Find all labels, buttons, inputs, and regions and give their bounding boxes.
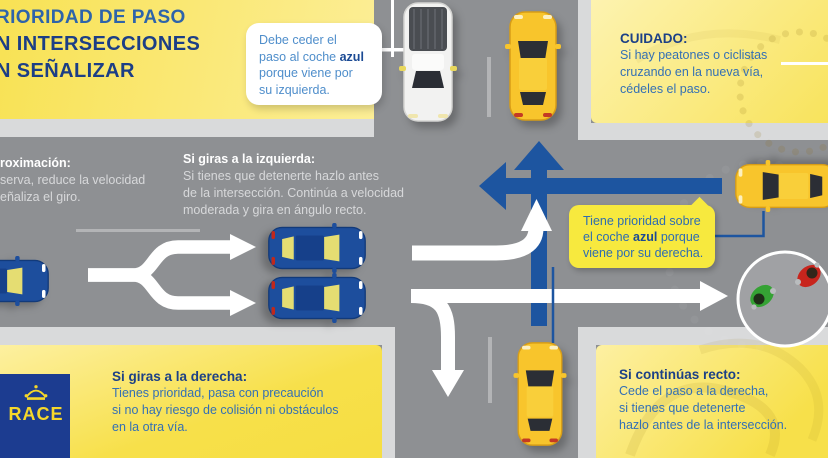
race-logo: RACE <box>0 374 70 458</box>
left-turn-title: Si giras a la izquierda: <box>183 152 315 166</box>
white-fork-arrowheads <box>230 234 256 316</box>
white-bubble-line3: porque viene por <box>259 66 353 80</box>
title-line2: N INTERSECCIONES <box>0 33 201 55</box>
white-straight-arrow <box>412 281 728 311</box>
road-edge-line <box>391 0 394 57</box>
yellow-car-bottom <box>513 342 567 446</box>
title-line1: RIORIDAD DE PASO <box>0 7 186 28</box>
panel-top-right <box>591 0 828 123</box>
white-bubble-azul: azul <box>339 49 364 64</box>
white-fork-arrow <box>88 240 231 310</box>
yellow-bubble-azul: azul <box>633 230 658 244</box>
right-turn-line2: si no hay riesgo de colisión ni obstácul… <box>112 403 339 417</box>
approach-block: roximación: serva, reduce la velocidad e… <box>0 155 145 206</box>
left-turn-line2: de la intersección. Continúa a velocidad <box>183 186 404 200</box>
white-speech-bubble: Debe ceder el paso al coche azul porque … <box>246 23 382 105</box>
blue-car-left <box>0 256 49 306</box>
approach-line2: eñaliza el giro. <box>0 190 81 204</box>
white-bubble-line1: Debe ceder el <box>259 33 337 47</box>
approach-title: roximación: <box>0 156 71 170</box>
panel-bottom-right <box>596 345 828 458</box>
blue-car-lower <box>268 273 366 323</box>
right-turn-line1: Tienes prioridad, pasa con precaución <box>112 386 324 400</box>
right-turn-line3: en la otra vía. <box>112 420 188 434</box>
sidewalk-top-left <box>0 119 374 137</box>
caution-block: CUIDADO: Si hay peatones o ciclistas cru… <box>620 30 767 98</box>
yellow-bubble-line2b: porque <box>657 230 700 244</box>
straight-on-line1: Cede el paso a la derecha, <box>619 384 769 398</box>
yellow-bubble-line1: Tiene prioridad sobre <box>583 214 701 228</box>
blue-car-upper <box>268 223 366 273</box>
straight-on-block: Si continúas recto: Cede el paso a la de… <box>619 366 787 434</box>
caution-line1: Si hay peatones o ciclistas <box>620 48 768 62</box>
white-truck <box>399 2 457 122</box>
straight-on-line2: si tienes que detenerte <box>619 401 746 415</box>
lane-line-south <box>488 337 492 403</box>
sidewalk-bottom-left-v <box>382 327 395 458</box>
right-turn-title: Si giras a la derecha: <box>112 369 248 384</box>
straight-on-line3: hazlo antes de la intersección. <box>619 418 788 432</box>
yellow-car-right <box>735 160 828 212</box>
caution-title: CUIDADO: <box>620 31 688 46</box>
sidewalk-top-right-v <box>578 0 591 140</box>
sidewalk-top-right-h <box>578 123 828 140</box>
yellow-bubble-connector-right <box>712 211 765 238</box>
yellow-bubble-line3: viene por su derecha. <box>583 246 704 260</box>
left-turn-line3: moderada y gira en ángulo recto. <box>183 203 367 217</box>
sidewalk-bottom-right-v <box>578 327 596 458</box>
blue-arrow-up <box>514 141 564 326</box>
lane-line-west <box>76 229 200 232</box>
yellow-bubble-line2: el coche <box>583 230 634 244</box>
white-bubble-line2: paso al coche <box>259 49 340 64</box>
white-bubble-line4: su izquierda. <box>259 82 330 97</box>
blue-arrow-left <box>479 162 722 210</box>
caution-line3: cédeles el paso. <box>620 82 711 96</box>
yellow-car-top <box>505 11 561 121</box>
yellow-speech-bubble: Tiene prioridad sobre el coche azul porq… <box>569 196 715 268</box>
white-right-turn-arrow <box>410 289 464 397</box>
crown-icon <box>24 385 48 400</box>
left-turn-block: Si giras a la izquierda: Si tienes que d… <box>183 151 404 219</box>
page-title: RIORIDAD DE PASO N INTERSECCIONES N SEÑA… <box>0 4 200 85</box>
approach-line1: serva, reduce la velocidad <box>0 173 146 187</box>
title-line3: N SEÑALIZAR <box>0 60 135 82</box>
right-turn-block: Si giras a la derecha: Tienes prioridad,… <box>112 368 339 436</box>
lane-line-north <box>487 57 491 117</box>
caution-line2: cruzando en la nueva vía, <box>620 65 764 79</box>
pedestrian-green <box>750 284 776 310</box>
sidewalk-bottom-left-h <box>0 327 395 345</box>
pedestrian-circle <box>736 250 828 348</box>
left-turn-line1: Si tienes que detenerte hazlo antes <box>183 169 379 183</box>
race-logo-text: RACE <box>8 404 64 424</box>
white-left-turn-arrow <box>412 199 552 261</box>
straight-on-title: Si continúas recto: <box>619 367 741 382</box>
pedestrian-red <box>795 262 821 288</box>
